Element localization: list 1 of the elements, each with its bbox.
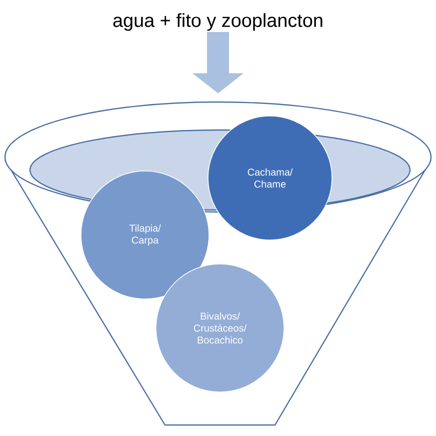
title-text: agua + fito y zooplancton (113, 13, 322, 31)
